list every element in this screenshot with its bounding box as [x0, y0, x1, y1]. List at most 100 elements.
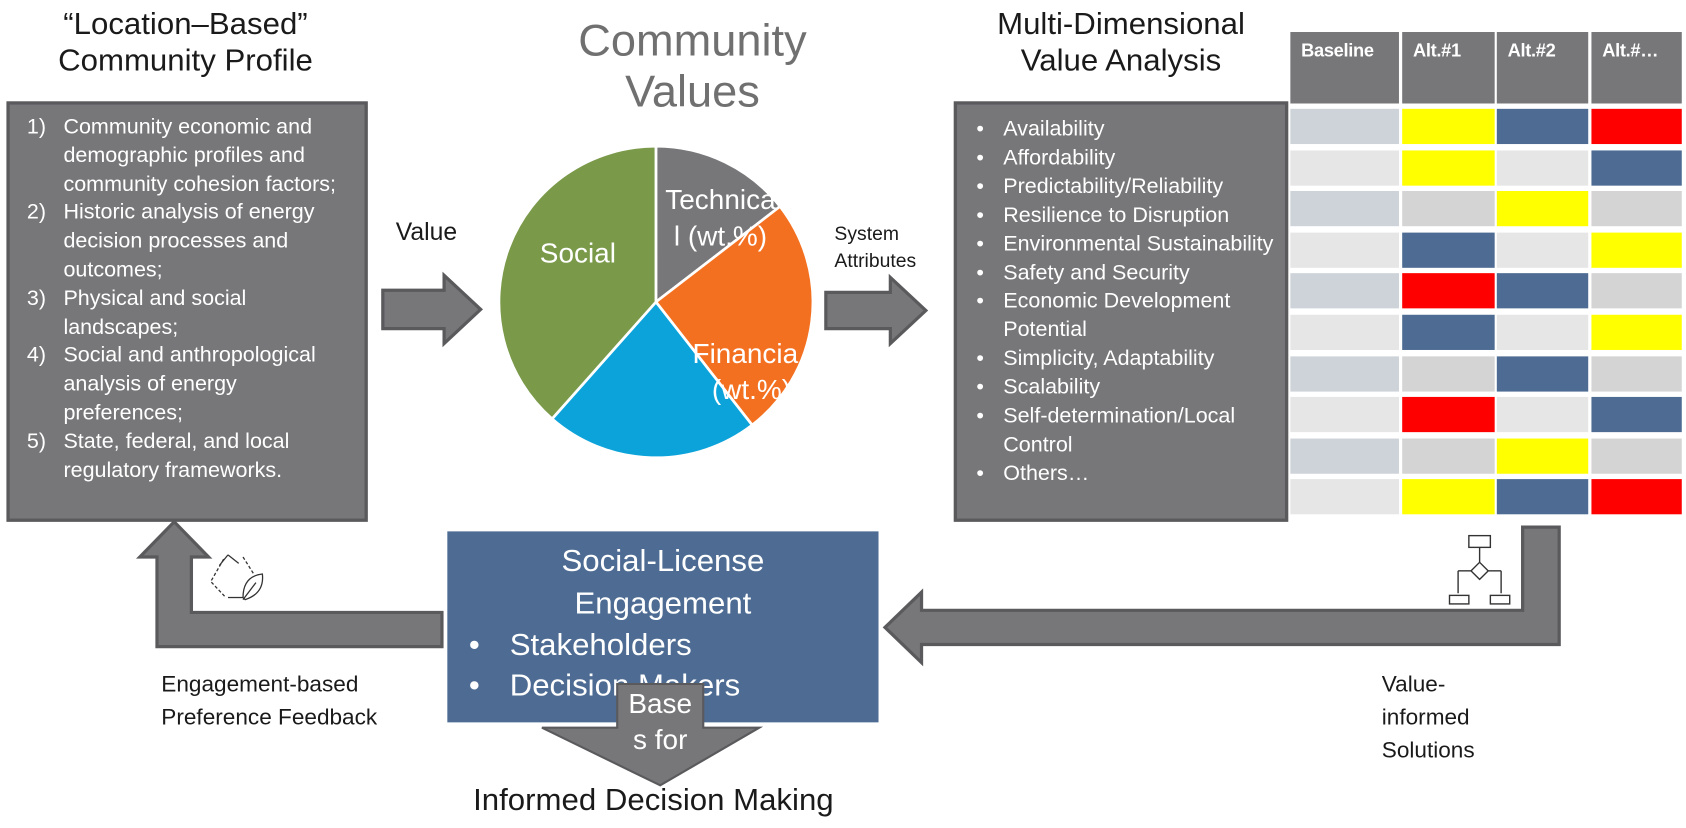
matrix-cell — [1591, 273, 1682, 309]
attributes-label-line1: System — [834, 223, 899, 245]
analysis-item: Affordability — [974, 144, 1276, 173]
matrix-cell — [1496, 479, 1589, 515]
matrix-cell — [1290, 314, 1399, 350]
values-title-line2: Values — [625, 66, 760, 117]
profile-item-number: 2) — [26, 201, 47, 225]
matrix-cell — [1496, 397, 1589, 433]
matrix-cell — [1402, 232, 1495, 268]
analysis-title-line1: Multi-Dimensional — [997, 7, 1245, 42]
profile-item: 5)State, federal, and local regulatory f… — [27, 428, 356, 485]
feedback-label-line1: Engagement-based — [161, 672, 359, 697]
pie-label-technical-line1: Technica — [665, 183, 776, 216]
pie-slice — [550, 299, 755, 460]
pie-slice — [654, 204, 815, 427]
attributes-label: System Attributes — [834, 221, 916, 274]
matrix-cell — [1402, 108, 1495, 145]
solutions-arrow — [882, 525, 1561, 667]
analysis-item: Availability — [974, 115, 1276, 144]
matrix-cell — [1496, 232, 1589, 268]
engagement-title-line2: Engagement — [574, 586, 752, 621]
profile-item-number: 1) — [26, 115, 47, 139]
matrix-cell — [1290, 191, 1399, 227]
feedback-arrow — [135, 519, 444, 649]
analysis-box: AvailabilityAffordabilityPredictability/… — [953, 101, 1289, 522]
analysis-title: Multi-Dimensional Value Analysis — [957, 6, 1285, 79]
profile-title-line1: “Location–Based” — [63, 7, 308, 42]
matrix-header: Alt.#2 — [1496, 32, 1589, 104]
matrix-cell — [1290, 397, 1399, 433]
bases-arrow — [541, 682, 764, 787]
profile-item-text: Social and anthropological analysis of e… — [63, 343, 316, 425]
matrix-cell — [1496, 191, 1589, 227]
analysis-list: AvailabilityAffordabilityPredictability/… — [957, 105, 1285, 489]
matrix-header: Alt.#1 — [1402, 32, 1495, 104]
matrix-cell — [1591, 191, 1682, 227]
matrix-cell — [1290, 273, 1399, 309]
bases-label: Base s for — [615, 685, 705, 758]
attributes-label-line2: Attributes — [834, 249, 917, 272]
matrix-cell — [1290, 479, 1399, 515]
analysis-item: Scalability — [974, 374, 1276, 403]
matrix-cell — [1496, 108, 1589, 145]
pie-label-financial: Financia (wt.%) — [688, 335, 811, 410]
engagement-title-line1: Social-License — [561, 544, 765, 579]
values-pie-chart — [497, 145, 815, 460]
matrix-cell — [1591, 150, 1682, 186]
matrix-cell — [1591, 397, 1682, 433]
pie-label-technical: Technica l (wt.%) — [645, 181, 796, 256]
matrix-cell — [1402, 191, 1495, 227]
matrix-header: Alt.#… — [1591, 32, 1682, 104]
profile-title-line2: Community Profile — [58, 43, 313, 78]
matrix-cell — [1496, 355, 1589, 392]
bases-label-line2: s for — [633, 723, 688, 756]
feedback-label-line2: Preference Feedback — [161, 705, 378, 730]
matrix-cell — [1290, 438, 1399, 474]
analysis-item: Others… — [974, 460, 1276, 489]
matrix-cell — [1402, 314, 1495, 350]
matrix-cell — [1591, 232, 1682, 268]
matrix-cell — [1496, 273, 1589, 309]
flowchart-icon — [1448, 534, 1511, 605]
profile-item: 3)Physical and social landscapes; — [27, 285, 356, 342]
profile-title: “Location–Based” Community Profile — [0, 6, 371, 79]
analysis-item: Resilience to Disruption — [974, 201, 1276, 230]
matrix-cell — [1591, 108, 1682, 145]
pie-label-technical-line2: l (wt.%) — [673, 219, 768, 252]
matrix-cell — [1496, 438, 1589, 474]
profile-item-text: Community economic and demographic profi… — [63, 115, 336, 196]
analysis-item: Environmental Sustainability — [974, 230, 1276, 259]
profile-item: 1) Community economic and demographic pro… — [27, 113, 356, 199]
matrix-cell — [1290, 355, 1399, 392]
matrix-cell — [1402, 150, 1495, 186]
profile-item-number: 5) — [26, 429, 47, 454]
solutions-label-line2: informed — [1381, 705, 1470, 730]
profile-box: 1) Community economic and demographic pro… — [6, 101, 368, 522]
engagement-title: Social-License Engagement — [447, 531, 878, 625]
matrix-cell — [1591, 314, 1682, 350]
value-label: Value — [395, 217, 458, 246]
values-title: Community Values — [531, 15, 854, 117]
engagement-item: Stakeholders — [469, 625, 879, 666]
solutions-label-line3: Solutions — [1381, 738, 1475, 763]
matrix-cell — [1290, 108, 1399, 145]
matrix-cell — [1402, 397, 1495, 433]
analysis-item: Safety and Security — [974, 259, 1276, 288]
pie-label-financial-line1: Financia — [692, 337, 799, 370]
matrix-cell — [1402, 273, 1495, 309]
solutions-label-line1: Value- — [1381, 672, 1446, 697]
matrix-header: Baseline — [1290, 32, 1399, 104]
profile-item-text: Historic analysis of energy decision pro… — [63, 201, 315, 282]
pie-slice — [497, 145, 658, 421]
matrix-cell — [1591, 479, 1682, 515]
pie-label-social: Social — [539, 236, 616, 269]
matrix-cell — [1290, 232, 1399, 268]
matrix-cell — [1591, 438, 1682, 474]
profile-list: 1) Community economic and demographic pro… — [10, 105, 365, 485]
matrix-cell — [1496, 150, 1589, 186]
matrix-cell — [1496, 314, 1589, 350]
recycle-leaf-icon — [209, 554, 264, 601]
matrix-cell — [1591, 355, 1682, 392]
matrix-cell — [1402, 438, 1495, 474]
profile-item-text: Physical and social landscapes; — [63, 286, 247, 339]
